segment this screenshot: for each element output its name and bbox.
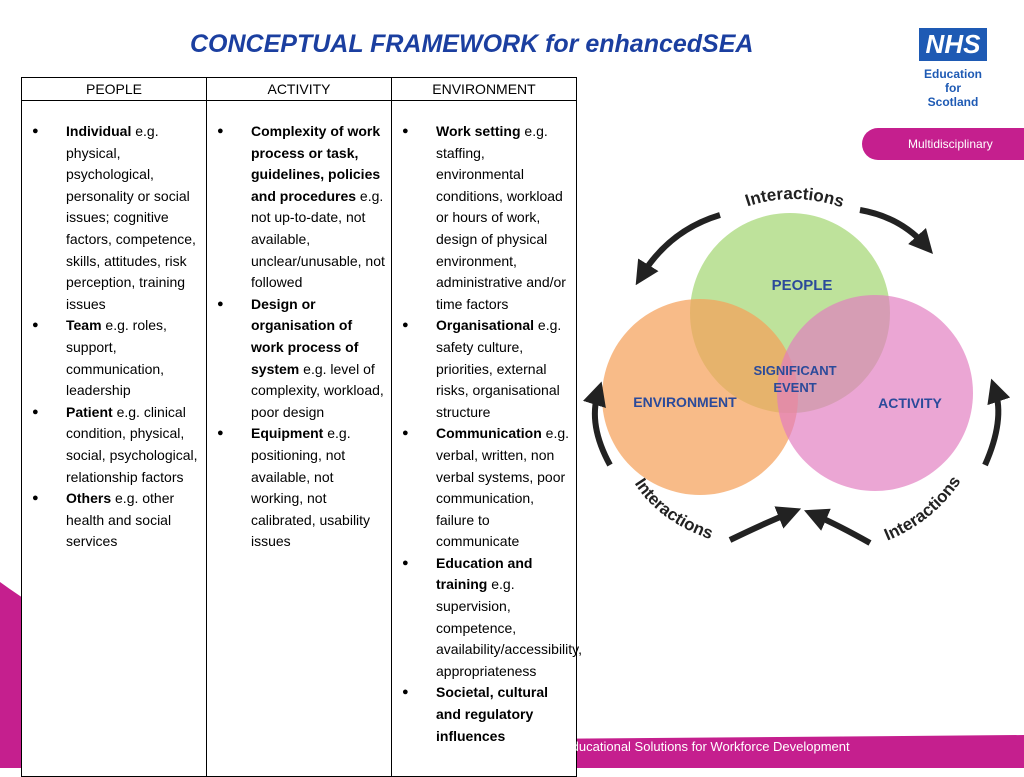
list-item: ● Team e.g. roles, support, communication… — [22, 315, 206, 401]
column-header-environment: ENVIRONMENT — [391, 77, 577, 101]
bullet-icon: ● — [217, 427, 224, 440]
item-term: Work setting — [436, 123, 521, 139]
list-item: ● Societal, cultural and regulatory influ… — [392, 682, 576, 747]
nhs-logo: NHS Education for Scotland — [912, 28, 994, 109]
environment-list: ● Work setting e.g. staffing, environment… — [392, 101, 582, 747]
logo-line: Education — [923, 67, 982, 81]
item-description: e.g. not up-to-date, not available, uncl… — [251, 187, 385, 291]
list-item: ● Communication e.g. verbal, written, non… — [392, 423, 576, 553]
activity-cell: ● Complexity of work process or task, gui… — [206, 100, 392, 777]
arrow-left-up — [582, 381, 613, 467]
item-term: Societal, cultural and regulatory influe… — [436, 684, 549, 744]
bullet-icon: ● — [402, 686, 409, 699]
item-description: e.g. clinical condition, physical, socia… — [66, 403, 198, 485]
people-cell: ● Individual e.g. physical, psychological… — [21, 100, 207, 777]
logo-line: Scotland — [927, 95, 979, 109]
item-term: Organisational — [436, 317, 535, 334]
activity-label: ACTIVITY — [878, 395, 942, 411]
bullet-icon: ● — [32, 405, 39, 418]
arrow-right-up — [982, 378, 1011, 467]
item-description: e.g. roles, support, communication, lead… — [66, 317, 167, 399]
arrow-right-bottom — [803, 508, 872, 546]
activity-circle — [777, 295, 973, 491]
list-item: ● Work setting e.g. staffing, environment… — [392, 121, 576, 315]
nhs-logo-mark: NHS — [918, 28, 988, 61]
bullet-icon: ● — [402, 427, 409, 440]
bullet-icon: ● — [217, 297, 224, 310]
item-description: e.g. physical, psychological, personalit… — [66, 123, 196, 312]
item-term: Equipment — [251, 425, 324, 442]
item-description: e.g. safety culture, priorities, externa… — [436, 317, 562, 420]
center-label: SIGNIFICANT — [753, 363, 836, 378]
bullet-icon: ● — [402, 125, 409, 137]
bullet-icon: ● — [32, 125, 39, 137]
list-item: ● Others e.g. other health and social ser… — [22, 488, 206, 553]
item-description: e.g. supervision, competence, availabili… — [436, 576, 583, 679]
list-item: ● Design or organisation of work process … — [207, 294, 391, 424]
bullet-icon: ● — [402, 319, 409, 332]
venn-diagram: PEOPLE ENVIRONMENT ACTIVITY SIGNIFICANT … — [582, 184, 1011, 546]
list-item: ● Complexity of work process or task, gui… — [207, 121, 391, 294]
people-list: ● Individual e.g. physical, psychological… — [22, 101, 206, 553]
item-description: e.g. level of complexity, workload, poor… — [251, 360, 384, 420]
bullet-icon: ● — [32, 492, 39, 505]
item-description: e.g. positioning, not available, not wor… — [251, 425, 371, 550]
item-term: Individual — [66, 123, 132, 139]
multidisciplinary-tag: Multidisciplinary — [862, 128, 1024, 160]
activity-list: ● Complexity of work process or task, gui… — [207, 101, 391, 553]
page-title: CONCEPTUAL FRAMEWORK for enhancedSEA — [190, 30, 754, 58]
list-item: ● Equipment e.g. positioning, not availab… — [207, 423, 391, 553]
bullet-icon: ● — [217, 125, 224, 137]
item-description: e.g. verbal, written, non verbal systems… — [436, 425, 570, 550]
list-item: ● Patient e.g. clinical condition, physic… — [22, 402, 206, 488]
item-term: Others — [66, 490, 112, 507]
environment-label: ENVIRONMENT — [633, 394, 737, 410]
bullet-icon: ● — [402, 556, 409, 569]
people-label: PEOPLE — [772, 277, 833, 294]
item-term: Education and training — [436, 554, 533, 593]
item-term: Design or organisation of work process o… — [251, 295, 359, 377]
list-item: ● Organisational e.g. safety culture, pri… — [392, 315, 576, 423]
item-description: e.g. staffing, environmental conditions,… — [436, 123, 566, 312]
item-term: Communication — [436, 425, 542, 442]
list-item: ● Individual e.g. physical, psychological… — [22, 121, 206, 315]
environment-cell: ● Work setting e.g. staffing, environment… — [391, 100, 582, 777]
bullet-icon: ● — [32, 319, 39, 332]
interactions-top-text: Interactions — [743, 184, 847, 211]
footer-text: Educational Solutions for Workforce Deve… — [563, 739, 850, 754]
arrow-top-right — [859, 207, 933, 254]
item-term: Patient — [66, 403, 113, 420]
arrow-top-left — [635, 212, 721, 286]
environment-circle — [602, 299, 798, 495]
item-term: Team — [66, 317, 102, 334]
arrow-left-bottom — [728, 506, 802, 543]
item-term: Complexity of work process or task, guid… — [251, 123, 381, 204]
framework-table: PEOPLE ACTIVITY ENVIRONMENT ● Individual … — [21, 77, 582, 777]
column-header-people: PEOPLE — [21, 77, 207, 101]
column-header-activity: ACTIVITY — [206, 77, 392, 101]
interactions-top-label: Interactions — [743, 184, 847, 211]
center-label: EVENT — [773, 380, 816, 395]
list-item: ● Education and training e.g. supervision… — [392, 553, 582, 683]
item-description: e.g. other health and social services — [66, 490, 175, 550]
logo-line: for — [945, 81, 961, 95]
